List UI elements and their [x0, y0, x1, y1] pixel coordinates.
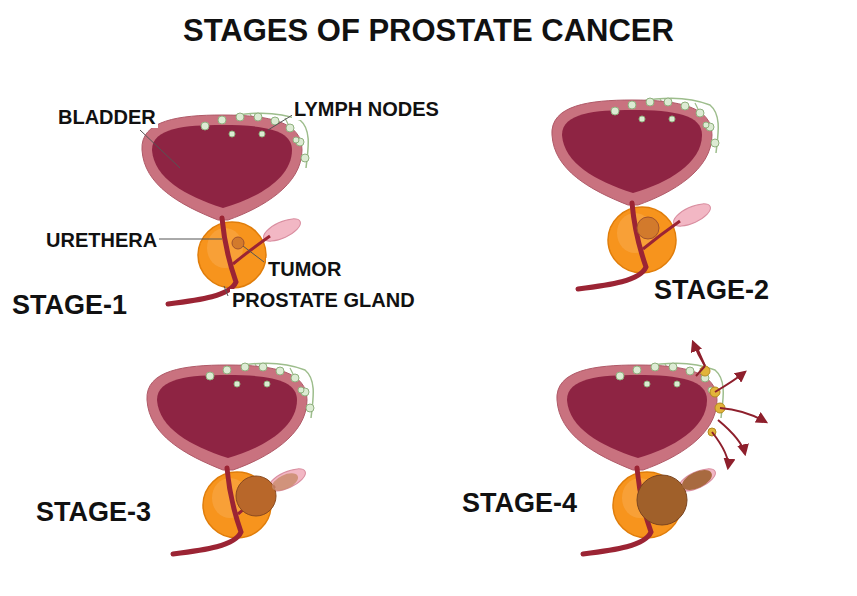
art-path	[268, 114, 294, 130]
art-path	[715, 372, 745, 392]
art-path	[140, 130, 180, 168]
part-label: PROSTATE GLAND	[230, 289, 417, 311]
metastasis-arrows	[693, 342, 766, 468]
stage-label: STAGE-3	[34, 498, 153, 528]
art-path	[224, 286, 228, 296]
tumor-spread	[679, 466, 715, 494]
part-label: URETHERA	[44, 229, 159, 251]
stage-label: STAGE-4	[460, 489, 579, 519]
part-label: BLADDER	[56, 106, 158, 128]
part-label: TUMOR	[266, 258, 343, 280]
part-label: LYMPH NODES	[292, 98, 441, 120]
tumor-medium	[637, 217, 659, 239]
art-path	[693, 342, 705, 366]
tumor-large	[236, 476, 276, 516]
tumor-advanced	[637, 475, 687, 525]
art-path	[712, 432, 728, 468]
art-path	[243, 246, 264, 262]
stage-label: STAGE-2	[652, 276, 771, 306]
art-path	[720, 408, 766, 422]
diagram-title: STAGES OF PROSTATE CANCER	[181, 14, 676, 48]
organ-stage-3	[147, 363, 314, 554]
tumor-spread	[269, 470, 300, 495]
stage-label: STAGE-1	[10, 291, 129, 321]
organ-stage-2	[552, 98, 719, 289]
affected-lymph-nodes	[700, 366, 725, 436]
tumor-small	[232, 237, 244, 249]
organ-stage-4	[557, 363, 724, 554]
art-path	[718, 420, 745, 454]
